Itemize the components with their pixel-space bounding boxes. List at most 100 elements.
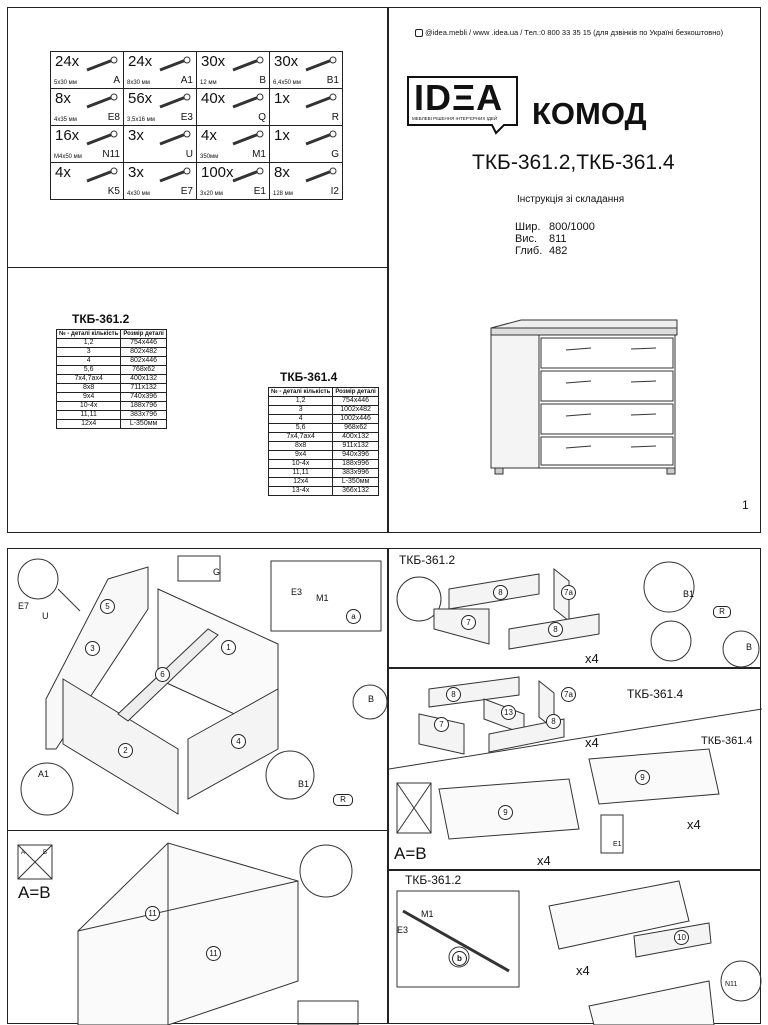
part-3: 3 xyxy=(85,641,100,656)
step4-label-ab: A=B xyxy=(394,844,427,863)
hardware-code: E3 xyxy=(180,112,193,123)
hardware-qty: 24x xyxy=(55,53,80,70)
hardware-qty: 30x xyxy=(274,53,299,70)
fastener-icon xyxy=(302,56,338,79)
hardware-code: M1 xyxy=(252,149,266,160)
hardware-spec: M4x50 мм xyxy=(54,154,82,160)
dimension-row: Вис.811 xyxy=(515,233,595,245)
step-6-panel: ТКБ-361.2 M1 E3 b x4 N11 10 xyxy=(388,870,762,1025)
part-5: 5 xyxy=(100,599,115,614)
step3-title: ТКБ-361.4 xyxy=(627,687,684,701)
table-cell: 8x8 xyxy=(267,441,334,451)
step-2-panel: ТКБ-361.2 8 7a 7 8 B1 R B x4 xyxy=(388,548,761,668)
step-6-drawing xyxy=(396,880,762,1025)
table-cell: 8x8 xyxy=(55,383,122,393)
step3-label-x4: x4 xyxy=(585,735,599,750)
hardware-code: I2 xyxy=(330,186,339,197)
table-cell: 754x446 xyxy=(120,338,167,348)
step2-label-r: R xyxy=(713,606,731,618)
hardware-spec: 4x30 мм xyxy=(127,191,150,197)
fastener-icon xyxy=(156,93,192,116)
table-cell: 10-4x xyxy=(55,401,122,411)
part-13: 13 xyxy=(501,705,516,720)
step1-label-r: R xyxy=(333,794,353,806)
part-8a: 8 xyxy=(493,585,508,600)
table-cell: 3 xyxy=(267,405,334,415)
hardware-qty: 100x xyxy=(201,164,234,181)
divider xyxy=(8,267,387,268)
hardware-code: E7 xyxy=(180,186,193,197)
step1-label-m1: M1 xyxy=(316,593,329,603)
step1-label-g: G xyxy=(213,567,221,577)
fastener-icon xyxy=(229,93,265,116)
table-cell: 4 xyxy=(267,414,334,424)
step-5-drawing xyxy=(17,842,359,1025)
fastener-icon xyxy=(229,56,265,79)
part-7a: 7a xyxy=(561,585,576,600)
hardware-qty: 30x xyxy=(201,53,226,70)
table-cell: 740x396 xyxy=(120,392,167,402)
hardware-code: Q xyxy=(258,112,266,123)
hardware-qty: 1x xyxy=(274,127,290,144)
table-cell: 11,11 xyxy=(55,410,122,420)
fastener-icon xyxy=(83,93,119,116)
step6-label-x4: x4 xyxy=(576,963,590,978)
step4-label-e1: E1 xyxy=(613,841,622,848)
dresser-illustration xyxy=(490,319,678,475)
part-11b: 11 xyxy=(206,946,221,961)
step5-label-b: B xyxy=(43,850,48,856)
fastener-icon xyxy=(156,56,192,79)
table-cell: 911x132 xyxy=(332,441,379,451)
table-cell: 11,11 xyxy=(267,468,334,478)
step4-title: ТКБ-361.4 xyxy=(701,735,753,747)
table-cell: 1002x482 xyxy=(332,405,379,415)
part-7a-b: 7a xyxy=(561,687,576,702)
table-cell: 1002x446 xyxy=(332,414,379,424)
step1-label-e7: E7 xyxy=(18,601,30,611)
table-cell: 400x132 xyxy=(120,374,167,384)
table-cell: 711x132 xyxy=(120,383,167,393)
dimension-value: 811 xyxy=(549,233,567,245)
part-6: 6 xyxy=(155,667,170,682)
table-header-cell: № - деталі кількість xyxy=(55,329,122,339)
table-cell: 12x4 xyxy=(55,419,122,429)
part-7: 7 xyxy=(461,615,476,630)
step6-label-e3: E3 xyxy=(397,925,409,935)
table-cell: 5,6 xyxy=(267,423,334,433)
hardware-code: A1 xyxy=(180,75,193,86)
step-1-drawing xyxy=(17,555,388,816)
dimension-value: 482 xyxy=(549,245,568,257)
contact-line: @idea.mebli / www .idea.ua / Тел.:0 800 … xyxy=(415,28,723,38)
step1-label-u: U xyxy=(42,611,49,621)
logo-text: IDΞA xyxy=(414,77,504,118)
dimension-row: Глиб.482 xyxy=(515,245,595,257)
fastener-icon xyxy=(229,130,265,153)
step4-label-x4b: x4 xyxy=(687,817,701,832)
step-2-drawing xyxy=(396,561,760,668)
table-cell: 802x482 xyxy=(120,347,167,357)
table-cell: 366x132 xyxy=(332,486,379,496)
table-cell: 4 xyxy=(55,356,122,366)
